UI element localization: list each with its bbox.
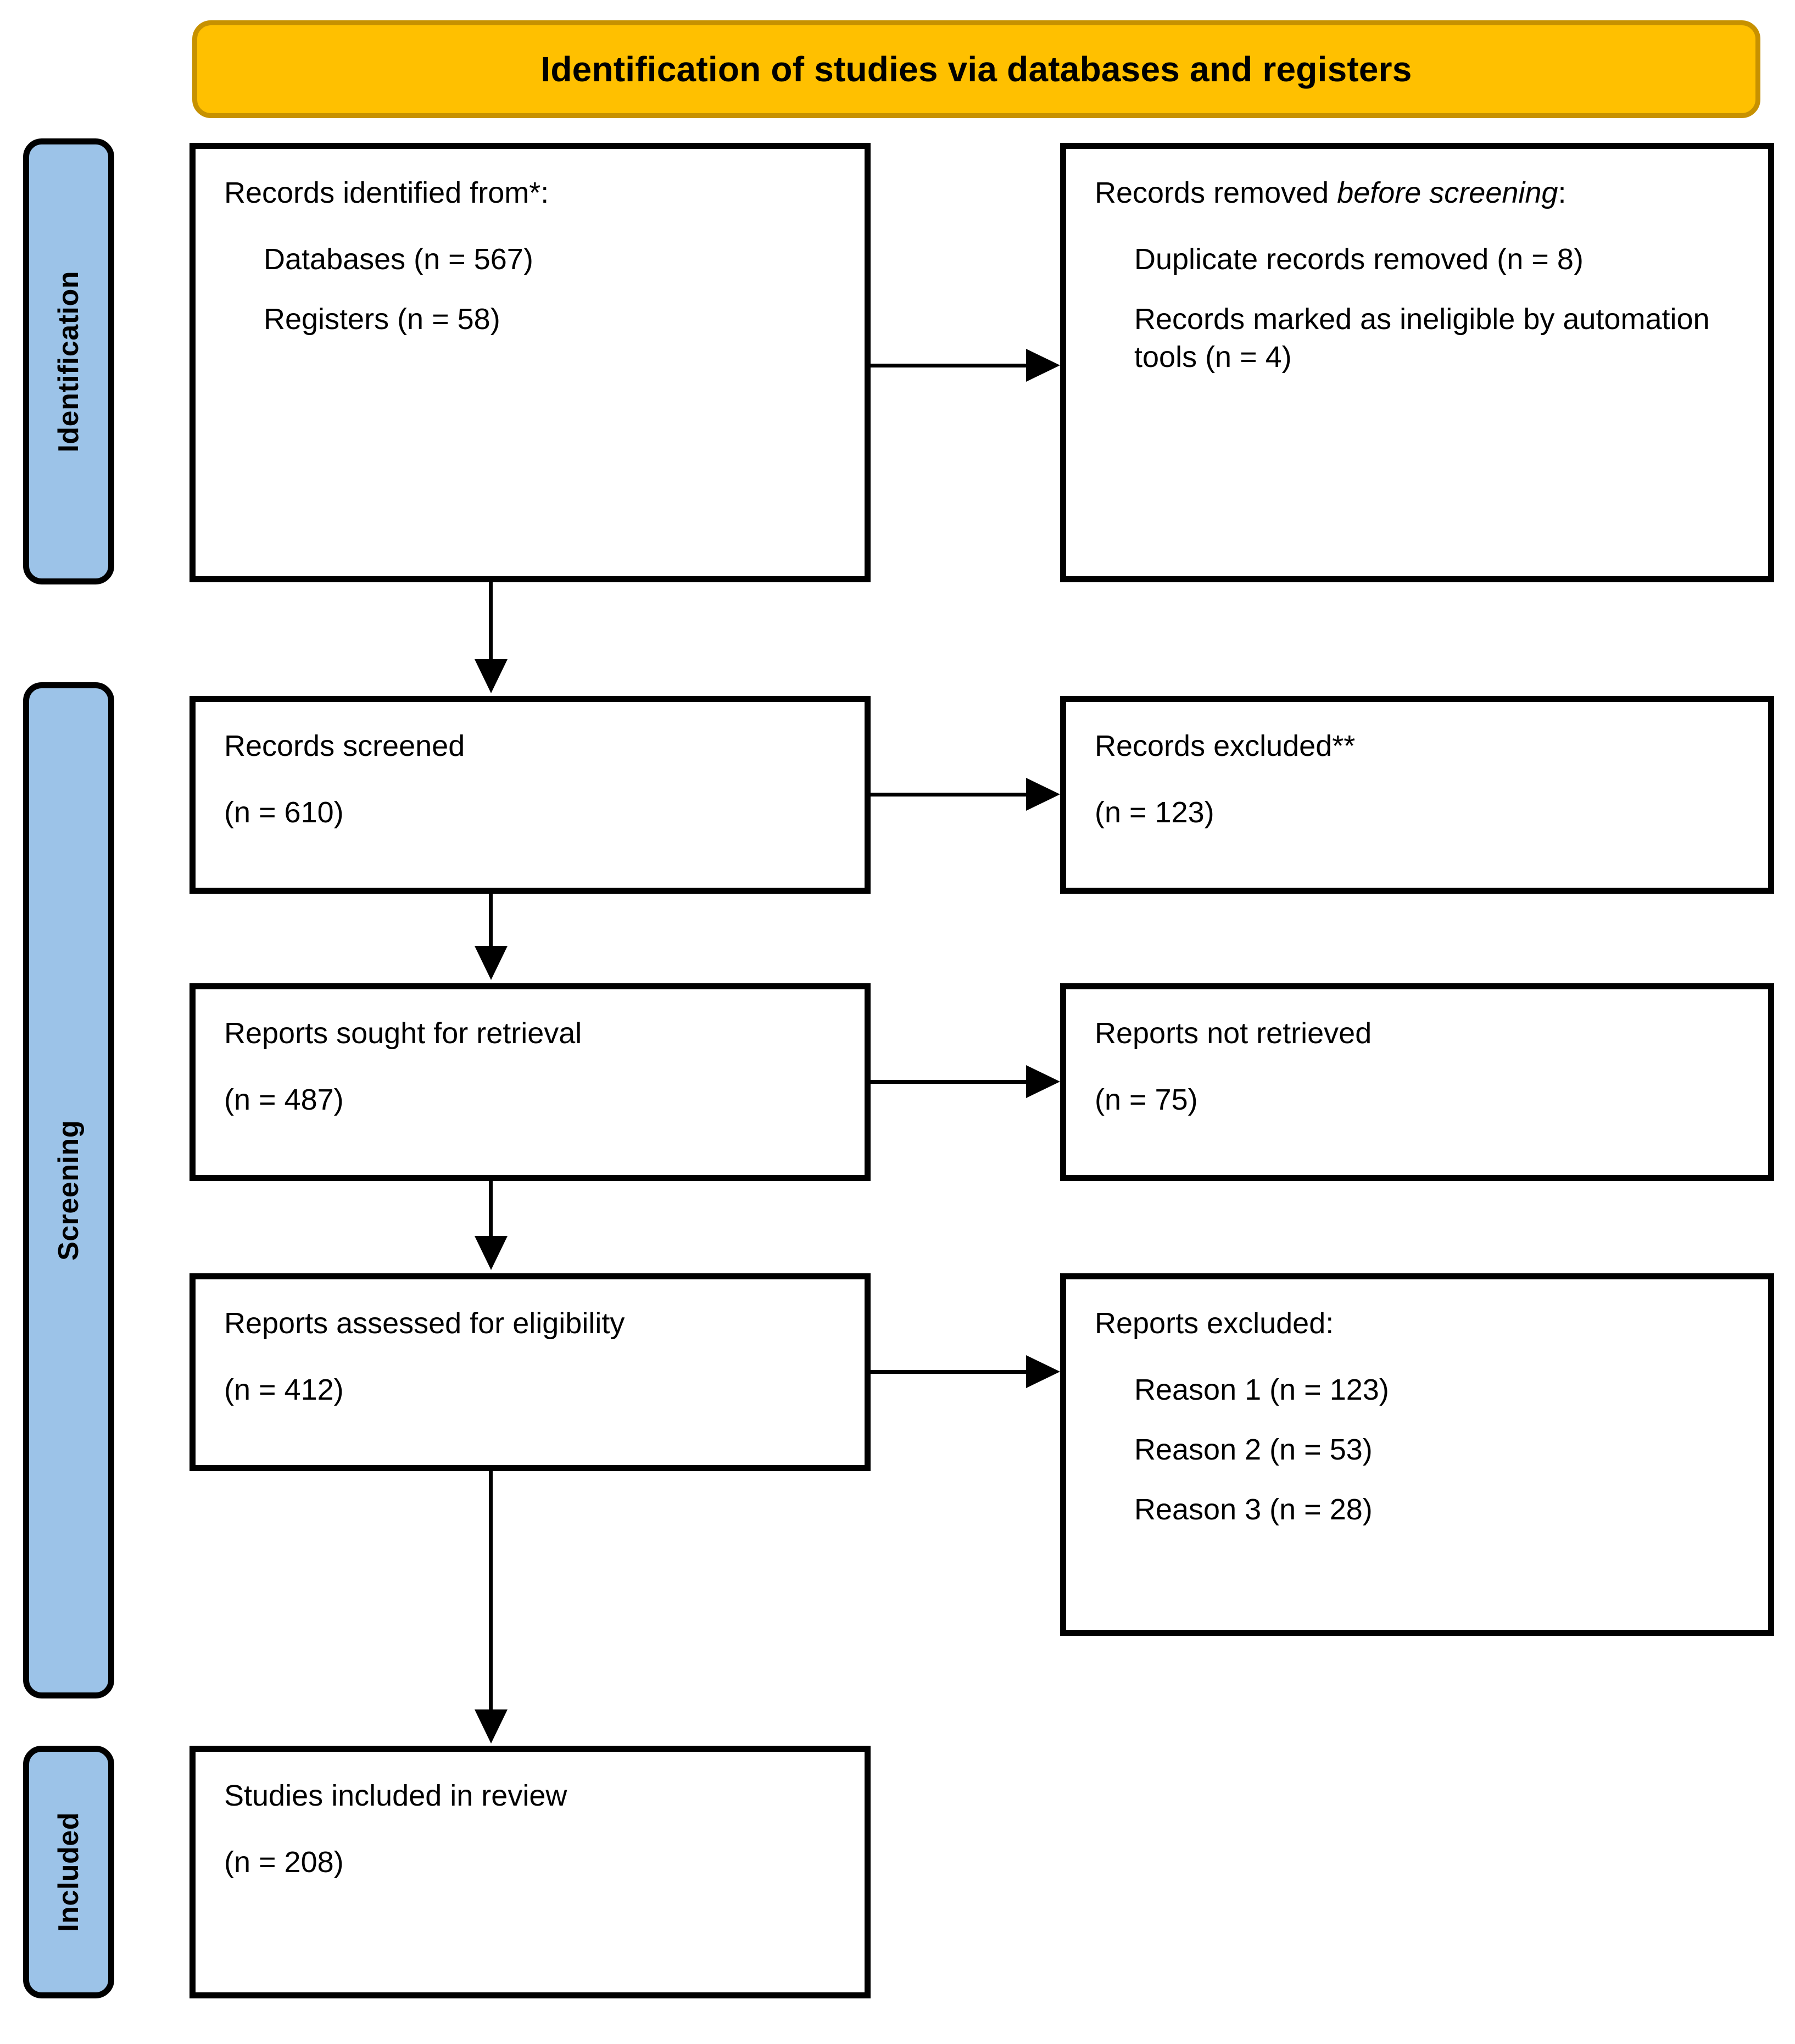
diagram-header-banner: Identification of studies via databases … [192, 20, 1760, 118]
box-records-removed-before-screening: Records removed before screening: Duplic… [1060, 143, 1774, 582]
records-screened-count: (n = 610) [224, 796, 344, 829]
reports-sought-label: Reports sought for retrieval [224, 1017, 582, 1050]
records-removed-ineligible: Records marked as ineligible by automati… [1134, 303, 1710, 374]
arrowhead-right-assessed-to-reports-excluded [1026, 1355, 1060, 1388]
records-identified-heading: Records identified from*: [224, 176, 549, 209]
records-screened-label: Records screened [224, 729, 465, 762]
reports-not-retrieved-count: (n = 75) [1095, 1083, 1198, 1117]
box-reports-not-retrieved: Reports not retrieved (n = 75) [1060, 983, 1774, 1181]
arrowhead-right-sought-to-not-retrieved [1026, 1065, 1060, 1098]
stage-label-screening: Screening [23, 682, 114, 1698]
records-removed-heading-post: : [1558, 176, 1567, 209]
connector-sought-to-assessed [489, 1181, 493, 1239]
records-removed-heading: Records removed before screening: [1095, 174, 1740, 212]
diagram-title: Identification of studies via databases … [540, 49, 1412, 89]
connector-assessed-to-reports-excluded [871, 1370, 1030, 1374]
arrowhead-down-sought-to-assessed [475, 1236, 508, 1270]
records-removed-duplicates: Duplicate records removed (n = 8) [1134, 243, 1584, 276]
connector-screened-to-sought [489, 894, 493, 949]
box-records-excluded: Records excluded** (n = 123) [1060, 696, 1774, 894]
arrowhead-down-assessed-to-included [475, 1709, 508, 1744]
records-identified-databases: Databases (n = 567) [264, 243, 533, 276]
records-excluded-label: Records excluded** [1095, 729, 1356, 762]
stage-label-identification: Identification [23, 138, 114, 584]
arrowhead-down-screened-to-sought [475, 946, 508, 980]
reports-excluded-reason-3: Reason 3 (n = 28) [1134, 1493, 1373, 1527]
reports-excluded-reason-2: Reason 2 (n = 53) [1134, 1433, 1373, 1467]
studies-included-label: Studies included in review [224, 1779, 567, 1812]
stage-label-identification-text: Identification [53, 270, 85, 453]
box-records-screened: Records screened (n = 610) [189, 696, 871, 894]
stage-label-included-text: Included [53, 1812, 85, 1932]
box-studies-included-in-review: Studies included in review (n = 208) [189, 1746, 871, 1998]
records-excluded-count: (n = 123) [1095, 796, 1214, 829]
box-reports-excluded: Reports excluded: Reason 1 (n = 123) Rea… [1060, 1273, 1774, 1636]
records-identified-registers: Registers (n = 58) [264, 303, 500, 336]
arrowhead-right-identified-to-removed [1026, 349, 1060, 382]
connector-identified-to-removed [871, 364, 1030, 367]
connector-assessed-to-included [489, 1471, 493, 1713]
records-removed-heading-pre: Records removed [1095, 176, 1337, 209]
connector-identified-to-screened [489, 582, 493, 666]
connector-screened-to-excluded [871, 793, 1030, 797]
reports-not-retrieved-label: Reports not retrieved [1095, 1017, 1372, 1050]
reports-assessed-count: (n = 412) [224, 1373, 344, 1407]
box-reports-assessed-for-eligibility: Reports assessed for eligibility (n = 41… [189, 1273, 871, 1471]
studies-included-count: (n = 208) [224, 1846, 344, 1879]
stage-label-screening-text: Screening [53, 1120, 85, 1261]
reports-excluded-reason-1: Reason 1 (n = 123) [1134, 1373, 1389, 1407]
box-records-identified: Records identified from*: Databases (n =… [189, 143, 871, 582]
reports-assessed-label: Reports assessed for eligibility [224, 1307, 625, 1340]
reports-sought-count: (n = 487) [224, 1083, 344, 1117]
stage-label-included: Included [23, 1746, 114, 1998]
box-reports-sought-for-retrieval: Reports sought for retrieval (n = 487) [189, 983, 871, 1181]
records-removed-heading-emphasis: before screening [1337, 176, 1558, 209]
arrowhead-right-screened-to-excluded [1026, 778, 1060, 811]
connector-sought-to-not-retrieved [871, 1080, 1030, 1084]
arrowhead-down-identified-to-screened [475, 659, 508, 693]
reports-excluded-heading: Reports excluded: [1095, 1307, 1334, 1340]
